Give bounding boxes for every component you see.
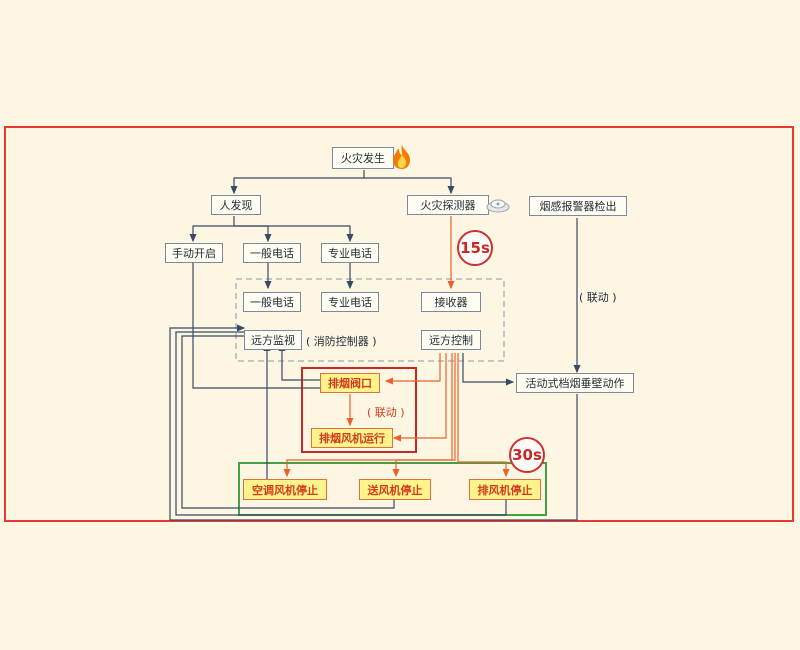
smoke-detector-icon <box>486 197 510 213</box>
ac-fan-stop-node: 空调风机停止 <box>243 479 327 500</box>
remote-control-label: 远方控制 <box>429 334 473 347</box>
dedicated-phone-top-node: 专业电话 <box>321 243 379 263</box>
remote-monitor-label: 远方监视 <box>251 334 295 347</box>
smoke-fan-run-node: 排烟风机运行 <box>311 428 393 448</box>
dedicated-phone-inner-node: 专业电话 <box>321 292 379 312</box>
delay-30s-badge: 30s <box>509 437 545 473</box>
general-phone-top-node: 一般电话 <box>243 243 301 263</box>
exhaust-fan-stop-node: 排风机停止 <box>469 479 541 500</box>
delay-15s-badge: 15s <box>457 230 493 266</box>
general-phone-top-label: 一般电话 <box>250 247 294 260</box>
linkage-left-label: ( 联动 ) <box>367 406 405 419</box>
smoke-exhaust-valve-node: 排烟阀口 <box>320 373 380 393</box>
receiver-node: 接收器 <box>421 292 481 312</box>
smoke-fan-run-label: 排烟风机运行 <box>319 432 385 445</box>
remote-control-node: 远方控制 <box>421 330 481 350</box>
ac-fan-stop-label: 空调风机停止 <box>252 483 318 497</box>
fire-icon <box>390 144 414 170</box>
dedicated-phone-top-label: 专业电话 <box>328 247 372 260</box>
smoke-alarm-label: 烟感报警器检出 <box>539 200 617 213</box>
smoke-group-box <box>301 367 417 453</box>
smoke-alarm-node: 烟感报警器检出 <box>529 196 627 216</box>
supply-fan-stop-node: 送风机停止 <box>359 479 431 500</box>
delay-15s-label: 15s <box>460 239 490 257</box>
person-found-label: 人发现 <box>219 199 253 212</box>
outer-frame <box>4 126 794 522</box>
supply-fan-stop-label: 送风机停止 <box>367 483 423 497</box>
exhaust-fan-stop-label: 排风机停止 <box>477 483 533 497</box>
fire-controller-label: ( 消防控制器 ) <box>306 335 377 348</box>
person-found-node: 人发现 <box>211 195 261 215</box>
controller-dashed-box <box>235 278 505 362</box>
fire-detector-node: 火灾探测器 <box>407 195 489 215</box>
receiver-label: 接收器 <box>434 296 468 309</box>
smoke-barrier-label: 活动式档烟垂壁动作 <box>525 377 625 390</box>
fire-occurs-label: 火灾发生 <box>341 152 385 165</box>
delay-30s-label: 30s <box>512 446 542 464</box>
linkage-right-label: ( 联动 ) <box>579 291 617 304</box>
general-phone-inner-label: 一般电话 <box>250 296 294 309</box>
fire-occurs-node: 火灾发生 <box>332 147 394 169</box>
fire-detector-label: 火灾探测器 <box>420 199 476 212</box>
general-phone-inner-node: 一般电话 <box>243 292 301 312</box>
manual-start-label: 手动开启 <box>172 247 216 260</box>
dedicated-phone-inner-label: 专业电话 <box>328 296 372 309</box>
smoke-barrier-node: 活动式档烟垂壁动作 <box>516 373 634 393</box>
smoke-exhaust-valve-label: 排烟阀口 <box>328 377 372 390</box>
remote-monitor-node: 远方监视 <box>244 330 302 350</box>
manual-start-node: 手动开启 <box>165 243 223 263</box>
